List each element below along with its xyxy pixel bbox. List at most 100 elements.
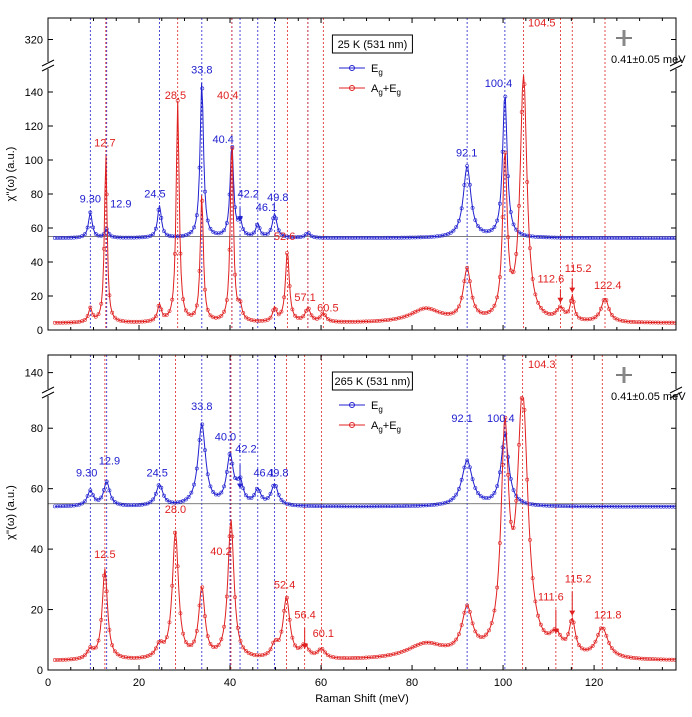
- peak-label: 60.5: [317, 302, 338, 314]
- eg-data-point: [629, 504, 633, 509]
- y-tick-label: 320: [25, 35, 43, 47]
- eg-data-point: [298, 503, 303, 508]
- eg-data-point: [241, 486, 246, 491]
- eg-data-point: [497, 470, 502, 475]
- peak-label: 12.7: [94, 137, 115, 149]
- eg-data-point: [58, 504, 63, 509]
- eg-data-point: [544, 235, 549, 240]
- legend-text: A: [371, 83, 379, 95]
- ag-eg-data-point: [224, 298, 229, 302]
- ag-eg-data-point: [334, 655, 338, 660]
- ag-eg-data-point: [459, 295, 464, 300]
- peak-arrow-head: [569, 287, 576, 293]
- ag-eg-data-point: [222, 309, 227, 314]
- eg-data-point: [107, 488, 112, 493]
- eg-data-point: [63, 504, 68, 508]
- ag-eg-data-point: [525, 477, 530, 482]
- ag-eg-data-point: [435, 642, 439, 647]
- eg-data-point: [476, 224, 480, 229]
- ag-eg-data-point: [664, 657, 669, 662]
- eg-data-point: [528, 234, 532, 239]
- eg-data-point: [476, 491, 480, 496]
- eg-data-point: [664, 236, 669, 241]
- ag-eg-data-point: [388, 652, 393, 657]
- ag-eg-data-point: [301, 314, 306, 319]
- eg-data-point: [91, 493, 95, 498]
- ag-eg-data-point: [285, 251, 289, 255]
- eg-data-point: [162, 493, 166, 498]
- eg-data-point: [530, 502, 535, 507]
- axis-break-gap: [42, 389, 54, 396]
- eg-data-point: [192, 482, 196, 487]
- ag-eg-data-point: [492, 303, 497, 308]
- eg-data-point: [151, 232, 156, 237]
- eg-data-point: [659, 236, 663, 241]
- ag-eg-data-point: [361, 319, 366, 324]
- ag-eg-data-point: [514, 498, 519, 503]
- eg-data-point: [353, 504, 358, 509]
- eg-data-point: [560, 235, 565, 240]
- ag-eg-data-point: [481, 634, 486, 639]
- eg-data-point: [203, 189, 207, 194]
- eg-data-point: [555, 504, 560, 508]
- eg-data-point: [391, 235, 396, 240]
- ag-eg-data-point: [530, 576, 535, 581]
- ag-eg-data-point: [82, 653, 87, 658]
- legend-marker: [348, 402, 355, 408]
- eg-data-point: [369, 504, 374, 509]
- ag-eg-data-point: [140, 655, 145, 660]
- ag-eg-data-point: [571, 299, 576, 304]
- ag-eg-data-point: [369, 319, 374, 324]
- eg-data-point: [347, 504, 352, 509]
- ag-eg-data-point: [123, 319, 128, 324]
- eg-data-point: [208, 226, 213, 231]
- y-tick-label: 140: [25, 87, 43, 99]
- eg-data-point: [306, 504, 311, 508]
- eg-data-point: [399, 235, 404, 240]
- eg-data-point: [287, 502, 292, 507]
- resolution-label: 0.41±0.05 meV: [611, 54, 686, 66]
- eg-data-point: [437, 234, 442, 238]
- peak-label: 60.1: [313, 628, 334, 640]
- ag-eg-data-point: [99, 301, 104, 306]
- eg-data-point: [350, 504, 355, 509]
- ag-eg-data-point: [235, 297, 240, 302]
- eg-data-point: [194, 466, 199, 471]
- ag-eg-data-point: [350, 319, 355, 324]
- eg-data-point: [656, 504, 661, 509]
- eg-data-point: [596, 504, 601, 509]
- eg-data-point: [123, 503, 128, 507]
- eg-data-point: [473, 218, 478, 223]
- eg-data-point: [113, 235, 117, 240]
- eg-data-point: [547, 503, 551, 508]
- ag-eg-data-point: [175, 564, 180, 569]
- eg-data-point: [241, 227, 246, 232]
- eg-data-point: [506, 455, 510, 459]
- ag-eg-data-point: [224, 594, 229, 599]
- eg-data-point: [279, 498, 284, 502]
- ag-eg-data-point: [257, 318, 262, 323]
- ag-eg-data-point: [462, 610, 467, 615]
- ag-eg-data-point: [265, 650, 270, 655]
- eg-data-point: [386, 504, 390, 509]
- ag-eg-data-point: [82, 318, 87, 322]
- ag-eg-data-point: [126, 655, 131, 660]
- ag-eg-data-point: [375, 319, 379, 323]
- ag-eg-data-point: [489, 307, 494, 312]
- eg-data-point: [134, 503, 139, 508]
- eg-data-point: [424, 503, 429, 508]
- eg-data-point: [670, 236, 674, 241]
- eg-data-point: [328, 504, 333, 509]
- eg-data-point: [386, 235, 390, 240]
- ag-eg-data-point: [268, 315, 273, 320]
- eg-data-point: [227, 192, 232, 197]
- ag-eg-data-point: [522, 82, 527, 87]
- ag-eg-data-point: [629, 655, 633, 660]
- ag-eg-data-point: [265, 317, 270, 322]
- eg-data-point: [189, 490, 194, 495]
- eg-data-point: [205, 218, 210, 223]
- eg-data-point: [312, 504, 317, 508]
- ag-eg-data-point: [317, 315, 322, 320]
- ag-eg-data-point: [355, 319, 360, 324]
- ag-eg-data-point: [306, 647, 311, 652]
